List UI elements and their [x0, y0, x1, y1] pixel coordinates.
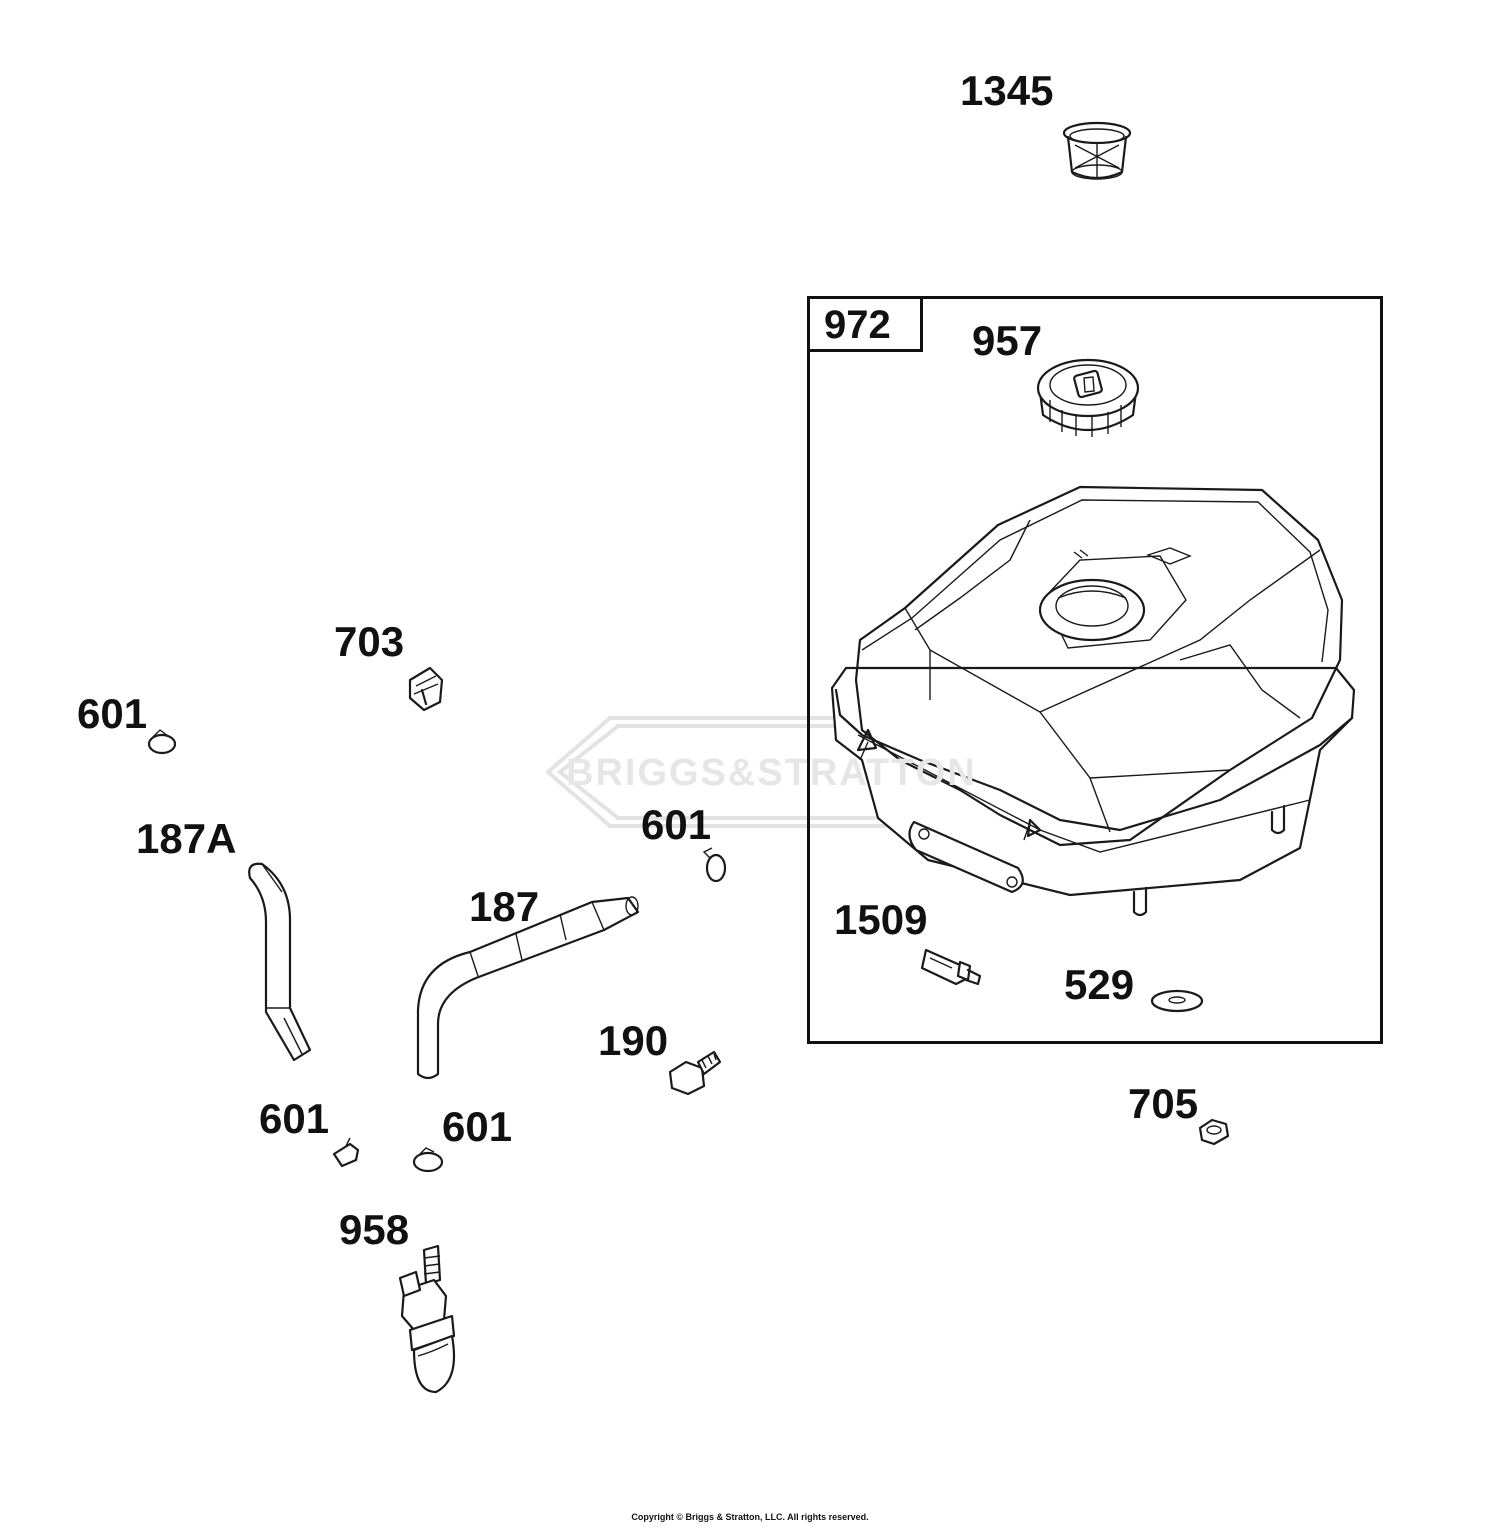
filter-screen-icon: [1062, 121, 1132, 180]
callout-957: 957: [972, 317, 1043, 364]
fuel-hose-187-icon: [416, 896, 640, 1080]
fuel-cap-icon: [1036, 358, 1140, 437]
copyright-notice: Copyright © Briggs & Stratton, LLC. All …: [631, 1512, 869, 1522]
hose-clamp-a-icon: [147, 729, 177, 755]
callout-529: 529: [1064, 961, 1135, 1008]
callout-703: 703: [334, 618, 405, 665]
fuel-hose-187a-icon: [248, 862, 312, 1062]
callout-187a: 187A: [136, 815, 237, 862]
callout-601-clamp-c: 601: [259, 1095, 330, 1142]
fuel-tank-kit-box: 972: [807, 296, 1383, 1044]
watermark-text: BRIGGS&STRATTON: [566, 752, 977, 794]
hose-clamp-c-icon: [332, 1137, 360, 1168]
hose-clamp-b-icon: [702, 847, 727, 883]
callout-972: 972: [824, 303, 891, 347]
fuel-tank-icon: [830, 485, 1356, 917]
kit-label-tag: 972: [810, 299, 923, 352]
callout-601-clamp-a: 601: [77, 690, 148, 737]
hose-clip-icon: [408, 666, 444, 712]
callout-190: 190: [598, 1017, 669, 1064]
bolt-icon: [668, 1050, 722, 1096]
callout-1345: 1345: [960, 67, 1054, 114]
callout-705: 705: [1128, 1080, 1199, 1127]
callout-601-clamp-d: 601: [442, 1103, 513, 1150]
washer-icon: [1150, 989, 1204, 1013]
fuel-fitting-icon: [920, 948, 982, 986]
callout-1509: 1509: [834, 896, 928, 943]
callout-958: 958: [339, 1206, 410, 1253]
hose-clamp-d-icon: [412, 1147, 444, 1173]
callout-187: 187: [469, 883, 540, 930]
callout-601-clamp-b: 601: [641, 801, 712, 848]
fuel-shutoff-valve-icon: [398, 1244, 456, 1394]
nut-icon: [1198, 1118, 1230, 1146]
